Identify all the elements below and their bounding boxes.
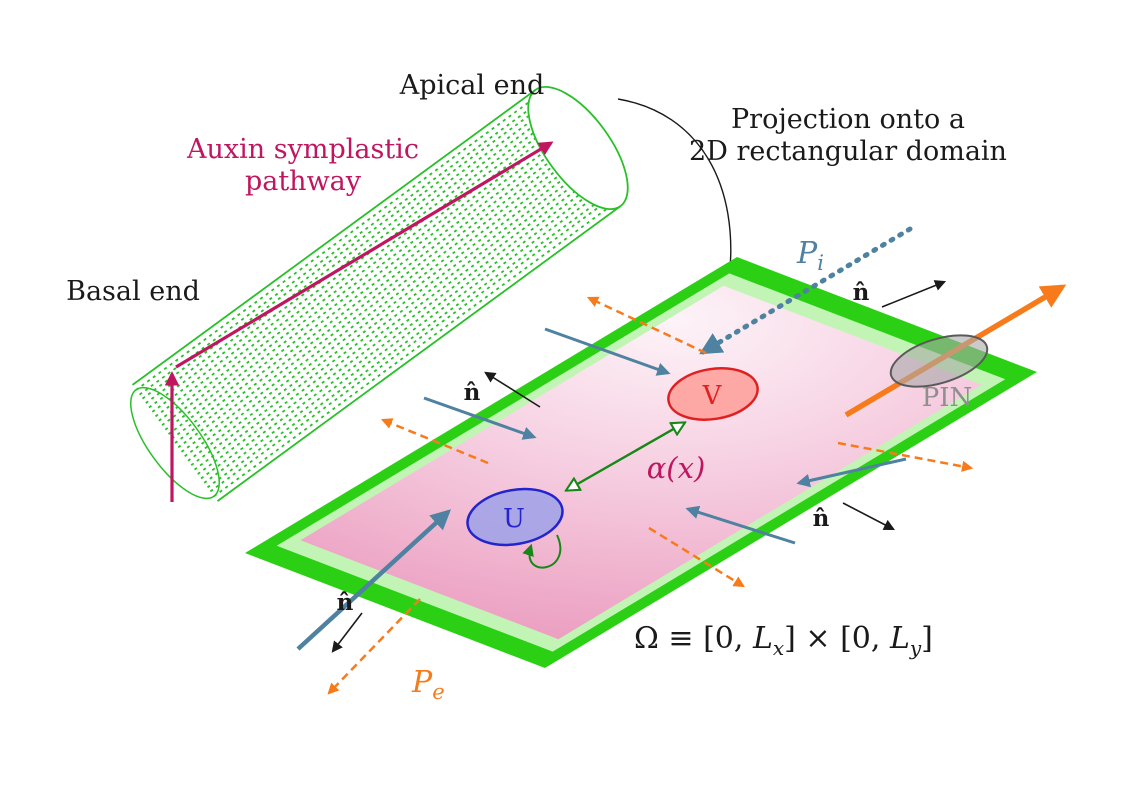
cylinder-silhouette-top [131, 89, 537, 386]
normal-vector-arrow-right [842, 502, 895, 531]
efflux-arrow-right [837, 441, 974, 472]
efflux-arrow-top [586, 296, 707, 355]
apical-end-label: Apical end [399, 70, 545, 101]
projection-pointer-arrow [617, 98, 735, 282]
cylinder-surface-texture-2 [139, 109, 600, 493]
influx-arrows [296, 226, 913, 651]
influx-arrow-bottom-left-large [296, 509, 451, 651]
v-compartment-ellipse [667, 367, 759, 421]
efflux-arrow-bottom-left [327, 598, 421, 695]
normal-vector-arrow-left [484, 371, 541, 408]
pi-label: Pi [796, 236, 824, 275]
cell-cylinder [129, 86, 629, 502]
normal-hat-label-right: n̂ [813, 505, 830, 532]
pe-label: Pe [411, 665, 445, 704]
normal-vector-arrow-top [881, 280, 947, 308]
influx-arrow-right [796, 457, 907, 488]
symplastic-axis-arrow [175, 141, 554, 369]
normal-hat-label-top: n̂ [853, 279, 870, 306]
efflux-arrow-left [380, 418, 489, 465]
basal-end-label: Basal end [66, 276, 200, 307]
normal-hat-label-left: n̂ [464, 379, 481, 406]
u-self-loop-arrow [522, 534, 562, 569]
auxin-pathway-label-line1: Auxin symplastic [186, 134, 419, 165]
alpha-reaction-arrow [567, 423, 684, 490]
cylinder-surface-texture [135, 101, 608, 498]
alpha-reaction-label: α(x) [647, 451, 706, 485]
auxin-pathway-label-line2: pathway [245, 166, 362, 197]
basal-end-cap [129, 386, 221, 500]
normal-vectors [331, 280, 947, 653]
u-compartment-label: U [503, 504, 525, 534]
normal-vector-arrow-bottom [331, 612, 363, 653]
v-compartment-label: V [702, 381, 723, 411]
projection-label-line1: Projection onto a [731, 104, 965, 135]
apical-end-cap [527, 86, 629, 210]
pi-influx-dotted-arrow [699, 226, 913, 355]
influx-arrow-top [544, 327, 671, 376]
efflux-arrow-bottom [648, 526, 745, 588]
cylinder-silhouette-bottom [216, 205, 622, 502]
u-compartment-ellipse [466, 487, 564, 547]
compartments [466, 334, 989, 569]
omega-domain-formula: Ω ≡ [0, Lx] × [0, Ly] [634, 621, 933, 660]
projection-label-line2: 2D rectangular domain [689, 136, 1007, 167]
influx-arrow-bottom [685, 505, 796, 545]
pin-label: PIN [922, 383, 973, 413]
auxin-pathway-arrows [164, 141, 554, 502]
influx-arrow-left [423, 396, 537, 440]
normal-hat-label-bottom: n̂ [337, 589, 354, 616]
pin-transporter-ellipse [889, 334, 989, 388]
